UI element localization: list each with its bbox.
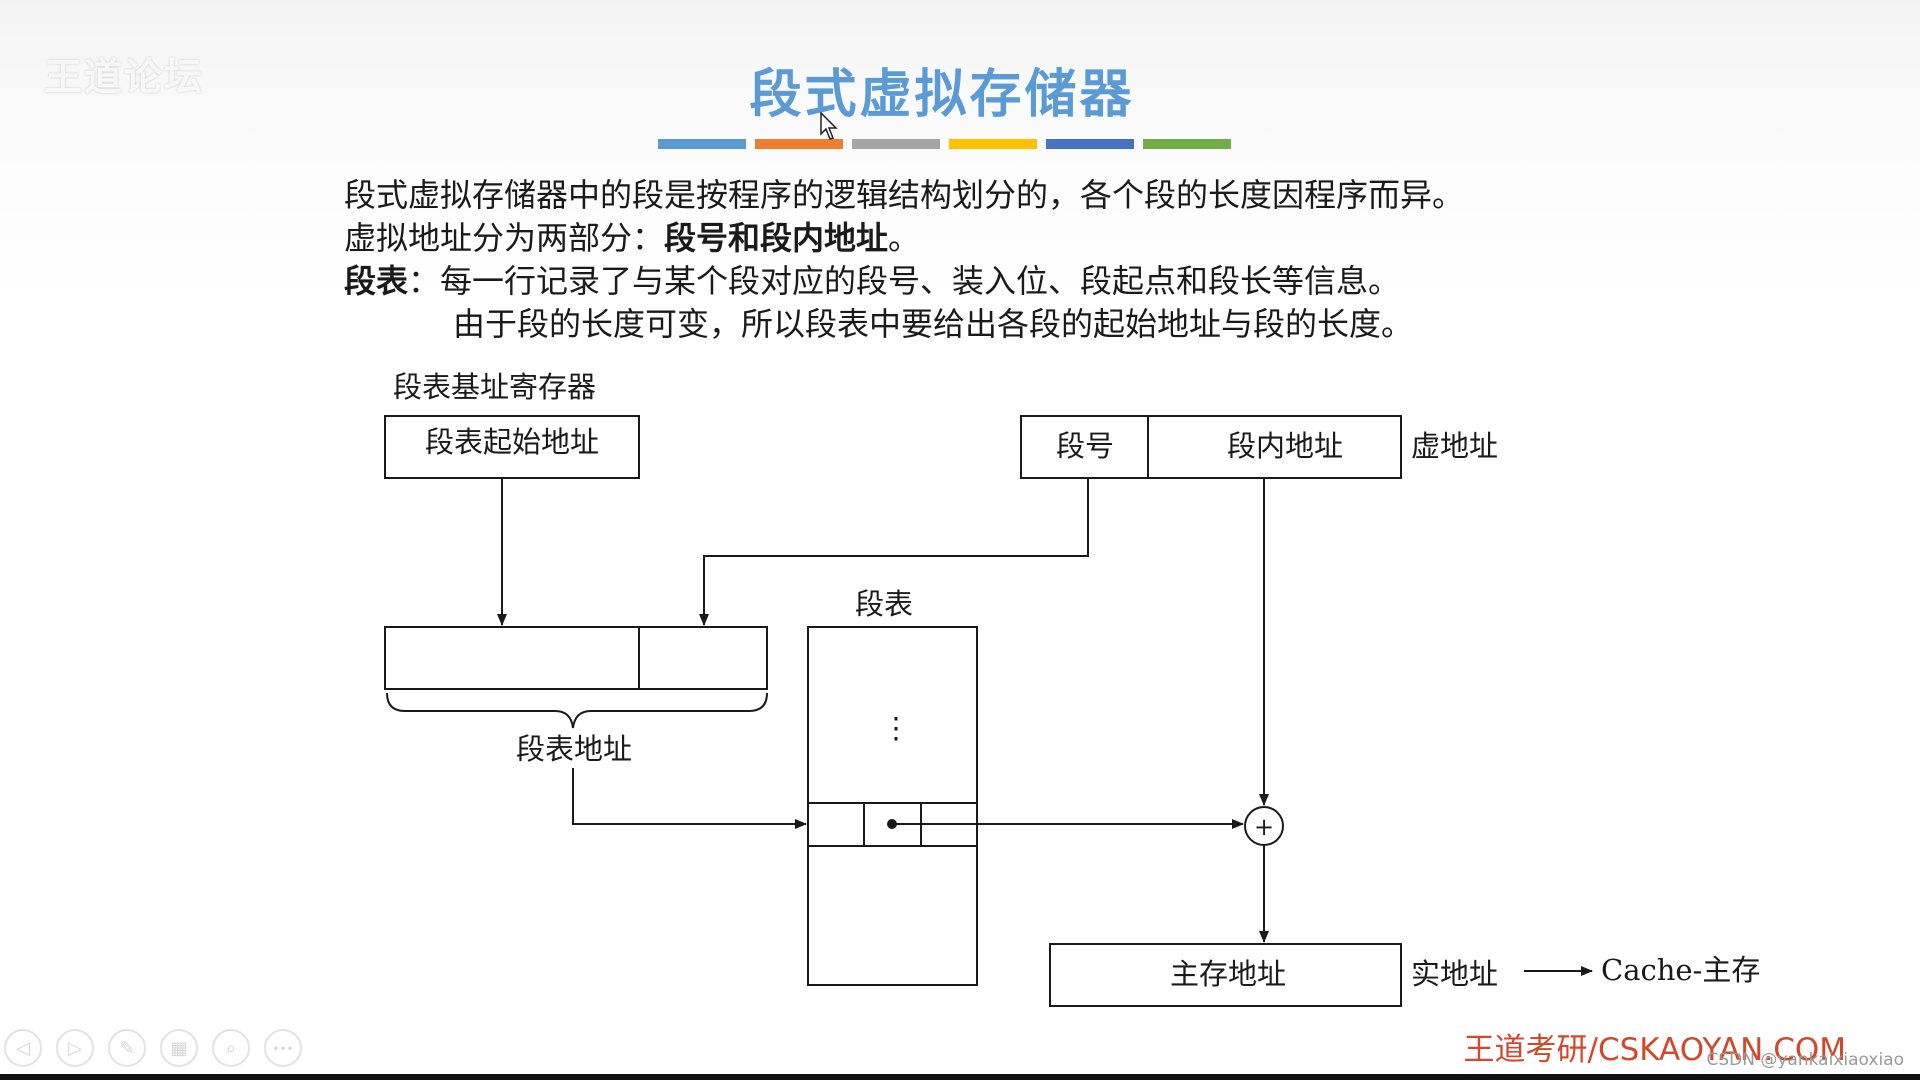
slide-title: 段式虚拟存储器 bbox=[749, 64, 1135, 125]
forum-watermark: 王道论坛 bbox=[44, 55, 205, 99]
segment-table-address-label: 段表地址 bbox=[516, 732, 632, 766]
intro-line-3: 段表：每一行记录了与某个段对应的段号、装入位、段起点和段长等信息。 bbox=[344, 262, 1401, 300]
intro-line-1: 段式虚拟存储器中的段是按程序的逻辑结构划分的，各个段的长度因程序而异。 bbox=[344, 176, 1465, 214]
pointer-dot bbox=[887, 819, 897, 829]
base-register-label: 段表基址寄存器 bbox=[393, 370, 596, 404]
pen-icon[interactable]: ✎ bbox=[108, 1029, 146, 1067]
address-to-table-arrow bbox=[572, 768, 807, 829]
mouse-cursor-icon bbox=[820, 112, 838, 140]
previous-icon[interactable]: ◁ bbox=[4, 1029, 42, 1067]
segment-number-label: 段号 bbox=[1056, 429, 1114, 463]
main-memory-address-box bbox=[1049, 943, 1402, 1007]
color-bar-segment bbox=[949, 139, 1037, 149]
color-bar-segment bbox=[1046, 139, 1134, 149]
intro-line-2: 虚拟地址分为两部分：段号和段内地址。 bbox=[344, 219, 921, 257]
color-bar-segment bbox=[1143, 139, 1231, 149]
brace bbox=[386, 692, 768, 729]
virtual-address-label: 虚地址 bbox=[1411, 429, 1498, 463]
next-icon[interactable]: ▷ bbox=[56, 1029, 94, 1067]
main-memory-address-label: 主存地址 bbox=[1170, 957, 1286, 991]
zoom-icon[interactable]: ⌕ bbox=[212, 1029, 250, 1067]
real-address-label: 实地址 bbox=[1411, 957, 1498, 991]
base-register-value: 段表起始地址 bbox=[425, 425, 599, 459]
color-bar-segment bbox=[755, 139, 843, 149]
adder-plus-icon: + bbox=[1254, 813, 1274, 841]
segment-table-box bbox=[807, 626, 978, 986]
intro-line-4: 由于段的长度可变，所以段表中要给出各段的起始地址与段的长度。 bbox=[453, 305, 1414, 343]
bottom-strip bbox=[0, 1074, 1920, 1080]
virtual-address-box bbox=[1020, 415, 1402, 479]
segment-table-address-box bbox=[384, 626, 768, 690]
ellipsis-icon: ⋮ bbox=[882, 711, 911, 745]
segnum-to-address-arrow bbox=[699, 478, 1089, 626]
color-bar-segment bbox=[658, 139, 746, 149]
csdn-watermark: CSDN @yankaixiaoxiao bbox=[1706, 1050, 1905, 1070]
base-register-box bbox=[384, 415, 640, 479]
offset-label: 段内地址 bbox=[1227, 429, 1343, 463]
segment-table-label: 段表 bbox=[855, 587, 913, 621]
cache-label: Cache-主存 bbox=[1601, 953, 1760, 987]
color-bar-segment bbox=[852, 139, 940, 149]
more-icon[interactable]: ••• bbox=[264, 1029, 302, 1067]
slides-icon[interactable]: ▦ bbox=[160, 1029, 198, 1067]
footer-brand: 王道考研/CSKAOYAN.COM bbox=[1463, 1032, 1847, 1068]
